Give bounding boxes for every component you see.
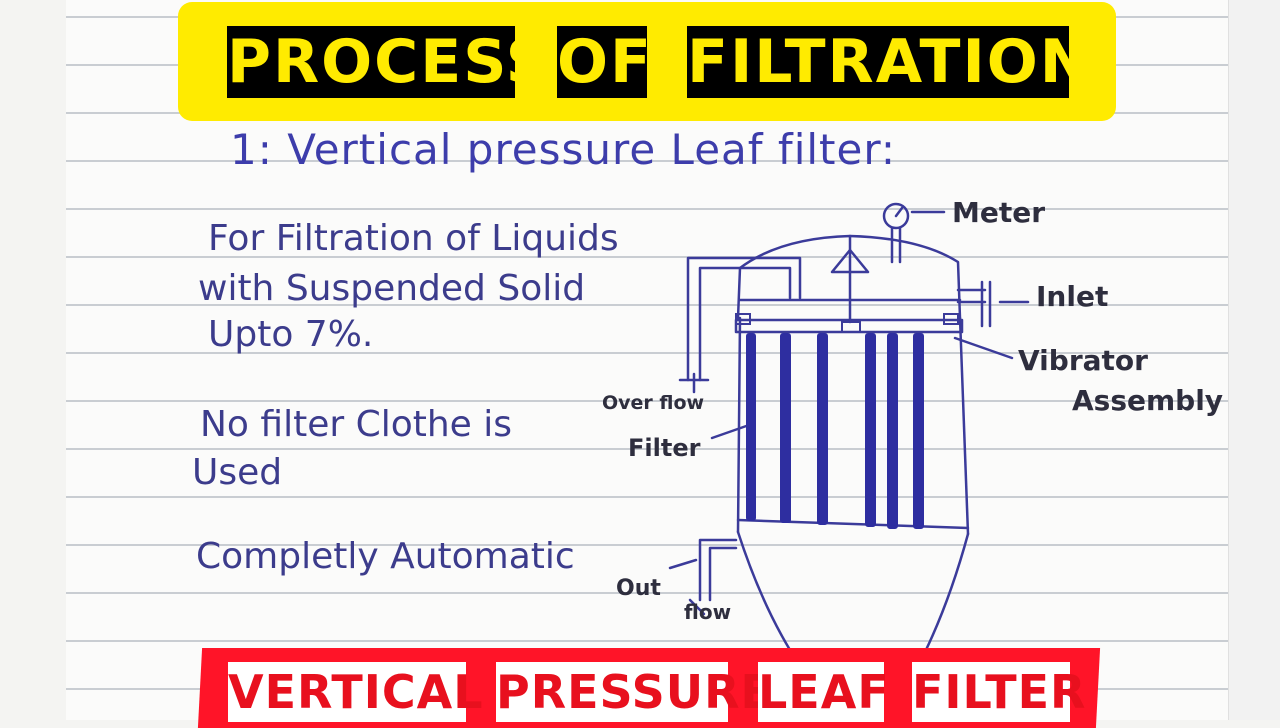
title-word-of: OF [557, 26, 653, 98]
header-plate [734, 318, 964, 334]
vessel-cone [736, 530, 970, 654]
filter-pointer [710, 422, 754, 440]
section-heading: 1: Vertical pressure Leaf filter: [230, 125, 897, 174]
title-word-filtration: FILTRATION [687, 26, 1092, 98]
header-nub-right [943, 313, 959, 325]
subtitle-word-pressure: PRESSURE [496, 662, 772, 722]
flow-pointer [688, 598, 706, 616]
subtitle-word-vertical: VERTICAL [228, 662, 483, 722]
note-line-3: Upto 7%. [208, 314, 374, 355]
inlet-pipe [956, 280, 992, 328]
label-filter: Filter [628, 434, 701, 462]
vessel-left-wall [736, 316, 742, 534]
filter-leaf-5 [887, 333, 898, 529]
note-line-4: No filter Clothe is [200, 404, 513, 445]
vessel-right-wall [958, 316, 970, 536]
label-inlet: Inlet [1036, 280, 1109, 313]
header-nub-center [841, 321, 861, 333]
outflow-pipe [698, 538, 738, 602]
filter-leaf-1 [746, 333, 756, 521]
label-out: Out [616, 576, 661, 601]
label-vibrator: Vibrator [1018, 344, 1148, 377]
label-overflow: Over flow [602, 392, 705, 414]
title-word-process: PROCESS [227, 26, 551, 98]
filter-leaf-4 [865, 333, 876, 527]
meter-stem [890, 226, 902, 264]
note-line-5: Used [192, 452, 283, 493]
subtitle-word-filter: FILTER [912, 662, 1085, 722]
filter-leaf-6 [913, 333, 924, 529]
note-line-6: Completly Automatic [196, 536, 575, 577]
outflow-pointer [668, 558, 698, 570]
bottom-line [736, 518, 970, 530]
subtitle-word-leaf: LEAF [758, 662, 889, 722]
vibrator-pointer [953, 336, 1014, 360]
overflow-pipe [686, 256, 802, 382]
overflow-valve [678, 372, 710, 394]
filter-leaf-2 [780, 333, 791, 523]
meter-gauge [882, 202, 910, 230]
header-nub-left [735, 313, 751, 325]
page-edge [1228, 0, 1280, 720]
note-line-1: For Filtration of Liquids [208, 218, 619, 259]
center-cone [830, 248, 870, 274]
filter-leaf-3 [817, 333, 828, 525]
label-flow: flow [684, 600, 732, 624]
label-meter: Meter [952, 196, 1046, 229]
meter-needle [894, 206, 904, 218]
label-assembly: Assembly [1072, 384, 1224, 417]
note-line-2: with Suspended Solid [198, 268, 586, 309]
